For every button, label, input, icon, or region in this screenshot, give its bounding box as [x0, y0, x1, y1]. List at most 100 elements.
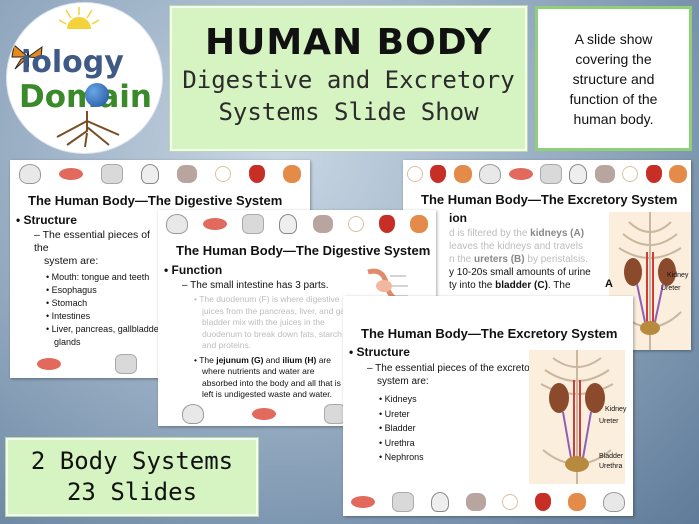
- skull-icon: [141, 164, 159, 184]
- title-banner: HUMAN BODY Digestive and Excretory Syste…: [170, 6, 527, 151]
- description-line: human body.: [573, 111, 654, 127]
- description-line: function of the: [569, 91, 658, 107]
- muscle-icon: [59, 168, 83, 180]
- muted-paragraph: • The duodenum (F) is where digestive ju…: [164, 294, 364, 352]
- kidney-icon: [669, 165, 688, 183]
- list-item: • Mouth: tongue and teeth: [46, 272, 150, 282]
- logo-text-biology: iology: [21, 45, 124, 80]
- heart-icon: [430, 165, 447, 183]
- slide-intro: – The essential pieces of the system are…: [16, 229, 166, 268]
- label-bladder: Bladder: [599, 453, 624, 460]
- muscle-icon: [202, 218, 227, 230]
- function-line: n the ureters (B) by peristalsis.: [449, 254, 588, 265]
- muscle-icon: [37, 358, 61, 370]
- slide-heading: • Structure: [16, 213, 77, 227]
- label-a: A: [605, 278, 613, 290]
- intro-line: system are:: [377, 376, 429, 387]
- main-title: HUMAN BODY: [204, 22, 493, 63]
- muscle-icon: [508, 168, 533, 180]
- label-kidney: Kidney: [667, 272, 689, 279]
- list-item: • Bladder: [379, 423, 416, 433]
- intestine-icon: [392, 492, 415, 512]
- heart-icon: [249, 165, 265, 183]
- function-line: absorbed into the body and all that is: [202, 377, 341, 388]
- muted-line: duodenum to break down fats, starch: [202, 328, 342, 339]
- function-line: y 10-20s small amounts of urine: [449, 267, 591, 278]
- slide-body: ion d is filtered by the kidneys (A) lea…: [449, 212, 619, 292]
- nerve-icon: [215, 166, 231, 182]
- intestine-icon: [539, 164, 562, 184]
- biology-domain-logo: iology Domain: [6, 2, 163, 154]
- skull-icon: [569, 164, 588, 184]
- muscle-icon: [252, 408, 276, 420]
- butterfly-icon: [11, 44, 43, 70]
- slide-body: • Structure – The essential pieces of th…: [349, 346, 549, 465]
- function-line: • The jejunum (G) and ilium (H) are: [194, 354, 331, 365]
- skull-icon: [430, 492, 449, 512]
- kidney-icon: [567, 493, 586, 511]
- description-box: A slide show covering the structure and …: [535, 6, 692, 151]
- nerve-icon: [502, 494, 519, 510]
- lungs-icon: [465, 493, 486, 511]
- kidney-icon: [453, 165, 472, 183]
- heart-icon: [535, 493, 552, 511]
- icon-row-top: [10, 162, 310, 186]
- list-item: • Intestines: [46, 311, 91, 321]
- list-item: • Kidneys: [379, 394, 417, 404]
- structure-list: • Kidneys • Ureter • Bladder • Urethra •…: [349, 392, 549, 465]
- globe-icon: [85, 83, 109, 107]
- heart-icon: [379, 215, 396, 233]
- skull-icon: [279, 214, 298, 234]
- label-ureter: Ureter: [661, 285, 681, 292]
- lungs-icon: [177, 165, 197, 183]
- muted-line: • The duodenum (F) is where digestive: [194, 294, 340, 304]
- list-item: glands: [54, 337, 81, 347]
- nerve-icon: [622, 166, 639, 182]
- intro-line: – The essential pieces of the: [34, 229, 150, 254]
- slide-intro: – The essential pieces of the excretory …: [349, 362, 549, 388]
- slide-title: The Human Body—The Excretory System: [361, 326, 618, 341]
- list-item: • Urethra: [379, 437, 415, 448]
- function-paragraph: • The jejunum (G) and ilium (H) are wher…: [164, 355, 364, 401]
- function-line: left is undigested waste and water.: [202, 389, 332, 399]
- intestine-icon: [101, 164, 123, 184]
- muted-line: bladder mix with the juices in the: [202, 317, 325, 327]
- list-item: • Stomach: [46, 298, 88, 308]
- summary-systems: 2 Body Systems: [30, 447, 234, 475]
- brain-icon: [602, 492, 625, 512]
- intro-line: – The essential pieces of the excretory: [367, 363, 539, 374]
- brain-icon: [19, 164, 41, 184]
- muted-line: and proteins.: [202, 340, 252, 350]
- description-line: A slide show: [574, 31, 653, 47]
- brain-icon: [182, 404, 204, 424]
- slide-intro: – The small intestine has 3 parts.: [182, 280, 329, 291]
- list-item: • Esophagus: [46, 285, 97, 295]
- intestine-icon: [115, 354, 137, 374]
- icon-row-top: [158, 212, 436, 236]
- lungs-icon: [312, 215, 333, 233]
- roots-icon: [56, 111, 120, 147]
- brain-icon: [165, 214, 188, 234]
- excretory-diagram: [529, 350, 625, 484]
- structure-list: • Mouth: tongue and teeth • Esophagus • …: [16, 271, 166, 349]
- slide-excretory-structure: The Human Body—The Excretory System • St…: [343, 296, 633, 516]
- slide-body: • Function – The small intestine has 3 p…: [164, 264, 364, 401]
- sun-icon: [59, 7, 99, 29]
- function-line: d is filtered by the kidneys (A): [449, 228, 585, 239]
- label-kidney: Kidney: [605, 406, 627, 413]
- slide-heading: • Function: [164, 263, 223, 277]
- subtitle-line1: Digestive and Excretory: [182, 66, 515, 94]
- function-line: where nutrients and water are: [202, 366, 315, 376]
- nerve-icon: [347, 216, 364, 232]
- kidney-icon: [283, 165, 301, 183]
- list-item: • Liver, pancreas, gallbladder,: [46, 324, 164, 334]
- kidney-icon: [410, 215, 429, 233]
- heart-icon: [645, 165, 662, 183]
- function-line: leaves the kidneys and travels: [449, 241, 583, 252]
- summary-slides: 23 Slides: [66, 478, 198, 506]
- slide-title: The Human Body—The Digestive System: [176, 243, 431, 258]
- lungs-icon: [594, 165, 615, 183]
- label-urethra: Urethra: [599, 463, 623, 470]
- slide-title: The Human Body—The Digestive System: [28, 193, 283, 208]
- label-ureter: Ureter: [599, 418, 619, 425]
